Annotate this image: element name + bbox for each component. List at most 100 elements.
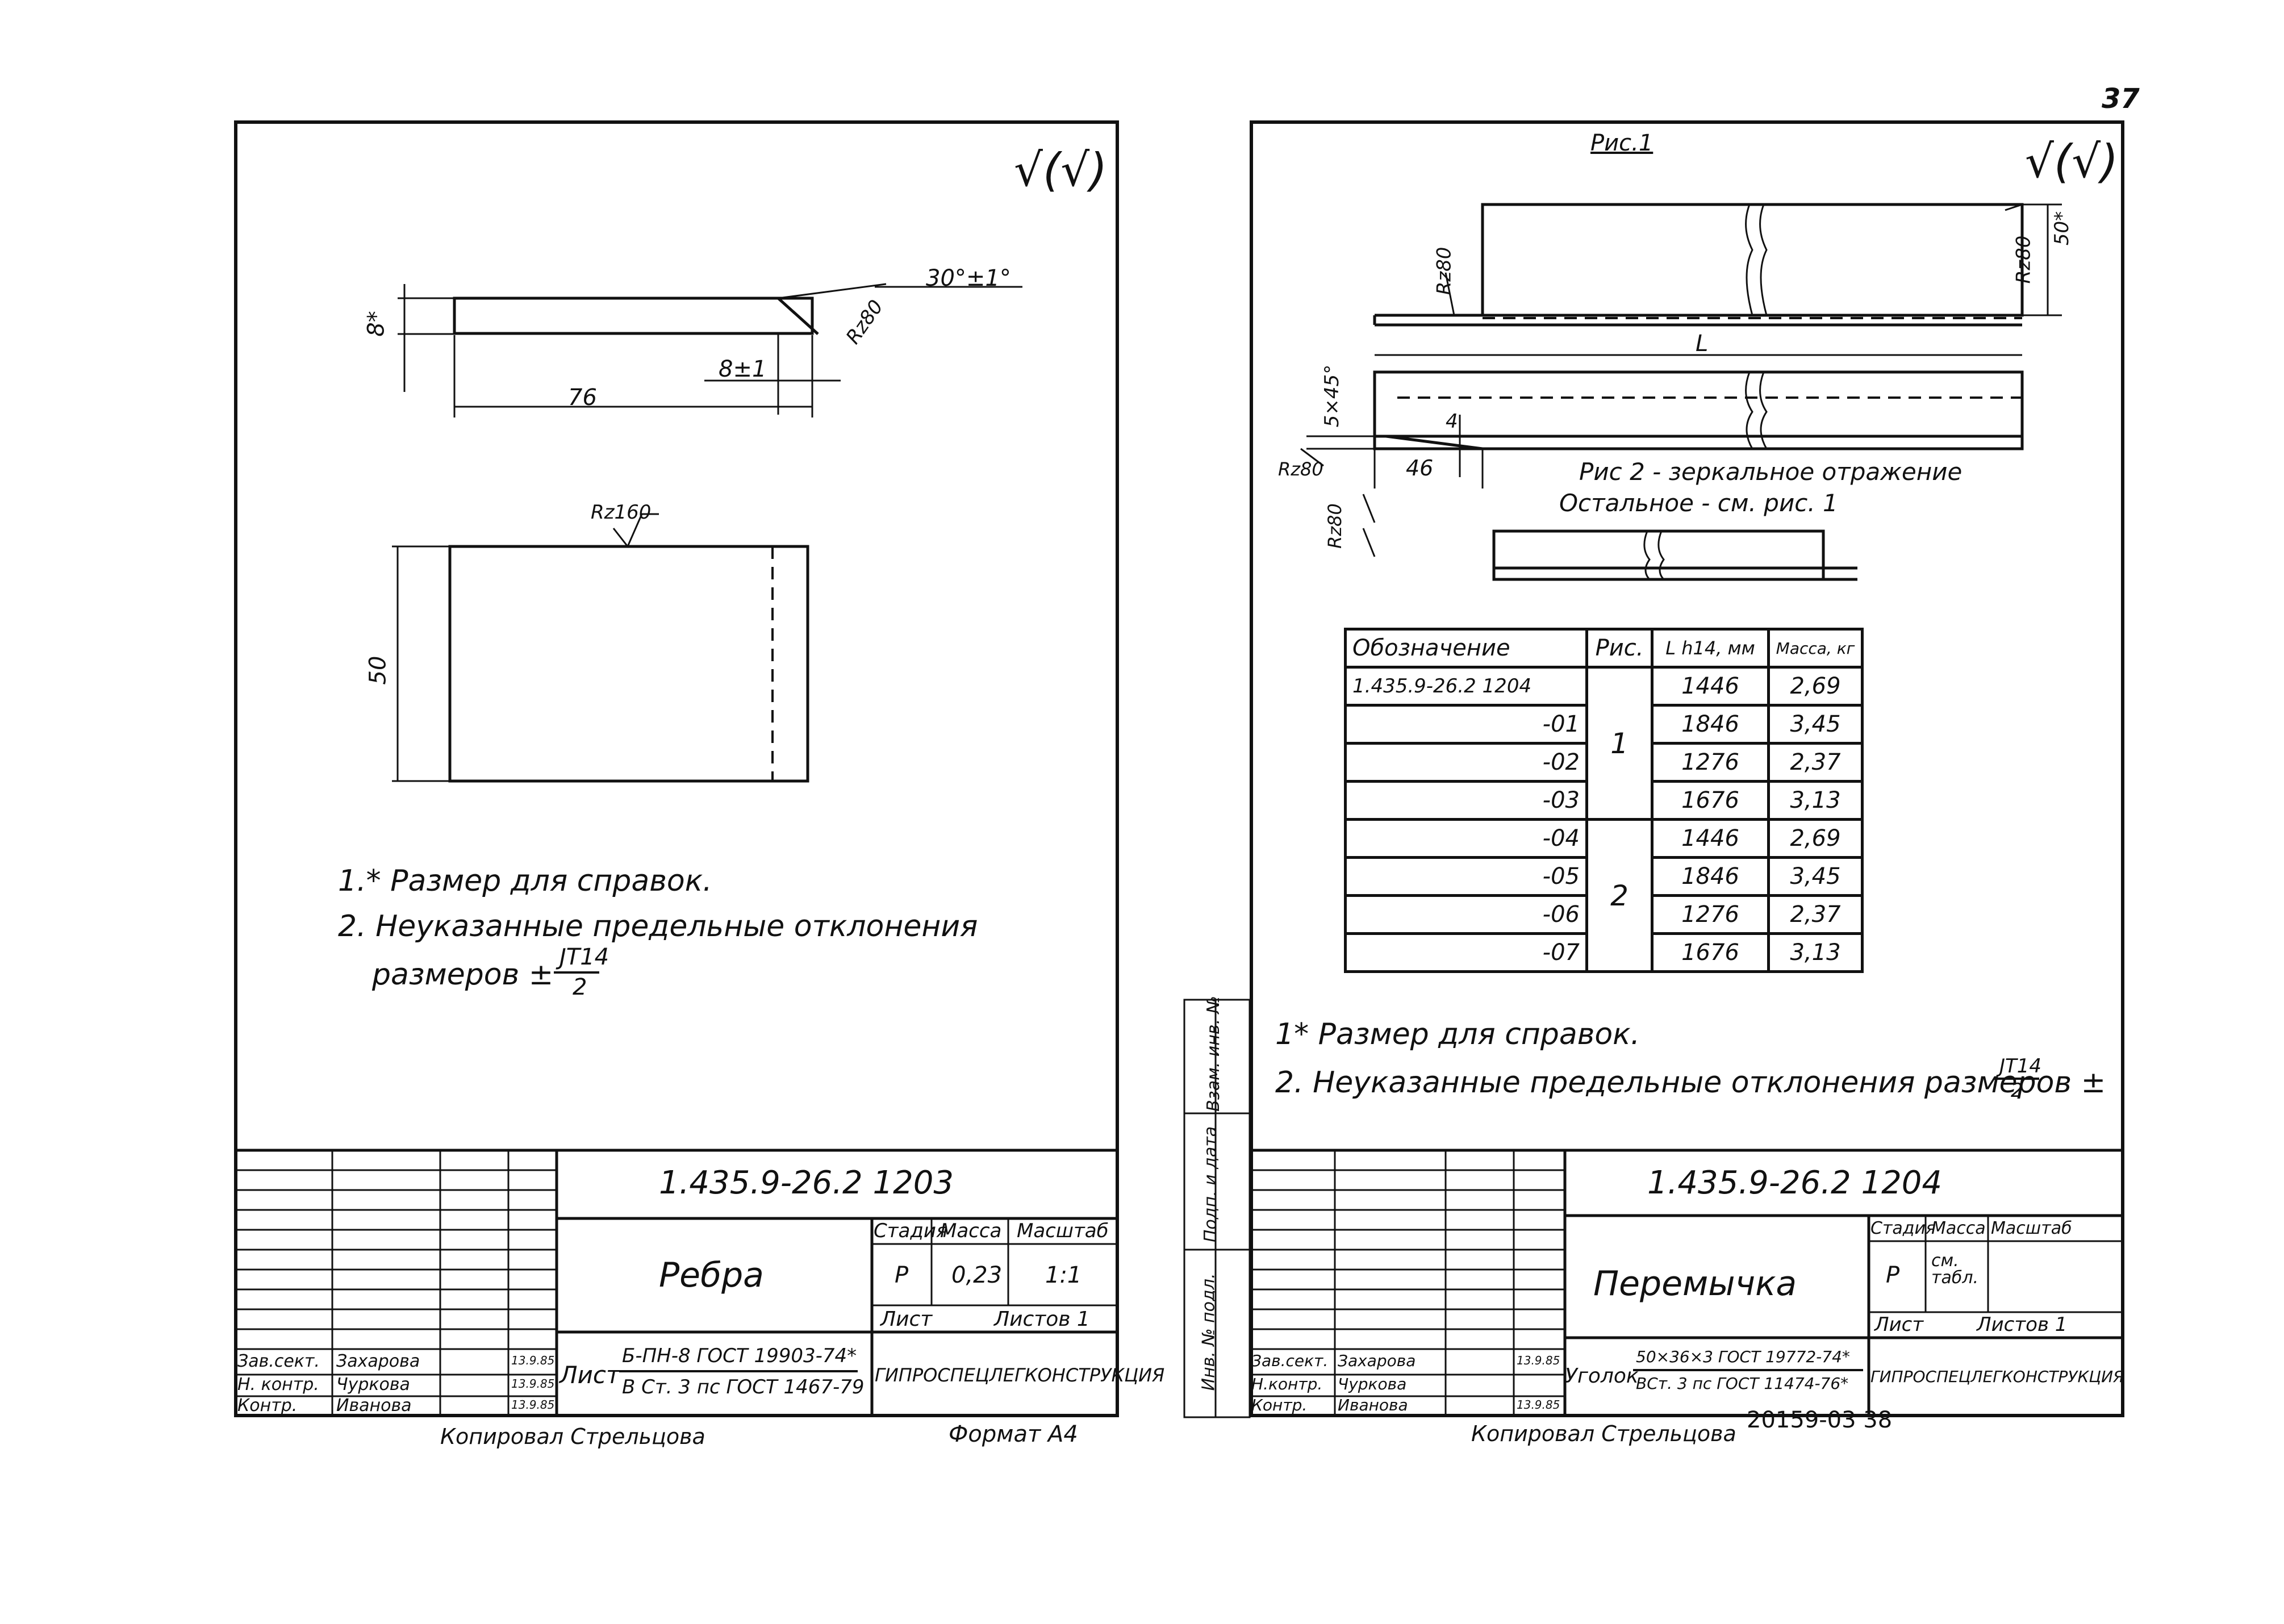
right-part-name: Перемычка xyxy=(1593,1264,1797,1304)
right-fig2-note-2: Остальное - см. рис. 1 xyxy=(1559,489,1838,517)
left-doc-code: 1.435.9-26.2 1203 xyxy=(659,1164,954,1201)
right-person-date-1: 13.9.85 xyxy=(1517,1354,1560,1367)
table-row: -03 1676 3,13 xyxy=(1344,780,1864,821)
left-note-3: размеров ± xyxy=(372,958,554,992)
table-row: -05 1846 3,45 xyxy=(1344,856,1864,897)
right-organization: ГИПРОСПЕЦЛЕГКОНСТРУКЦИЯ xyxy=(1870,1367,2124,1386)
left-sheets-label: Листов 1 xyxy=(994,1308,1090,1331)
row-code: -04 xyxy=(1344,818,1588,859)
right-doc-code: 1.435.9-26.2 1204 xyxy=(1647,1164,1942,1201)
right-material-bar xyxy=(1633,1369,1863,1371)
left-person-role-2: Н. контр. xyxy=(237,1375,319,1395)
left-header-mass: Масса xyxy=(940,1220,1002,1242)
right-value-stage: Р xyxy=(1886,1262,1900,1288)
archive-stamp: 20159-03 38 xyxy=(1747,1407,1893,1433)
left-value-stage: Р xyxy=(895,1262,909,1288)
right-tolerance-numerator: JT14 xyxy=(1999,1055,2042,1078)
left-person-name-3: Иванова xyxy=(336,1396,412,1416)
right-person-name-3: Иванова xyxy=(1338,1396,1408,1414)
right-ra-bottom2: Rz80 xyxy=(1323,503,1346,549)
right-person-role-2: Н.контр. xyxy=(1251,1375,1323,1393)
row-mass: 2,37 xyxy=(1767,894,1864,935)
right-thickness-dim: 4 xyxy=(1446,410,1458,433)
table-row: 1.435.9-26.2 1204 1 1446 2,69 xyxy=(1344,666,1864,821)
left-tolerance-bar xyxy=(554,971,599,974)
right-person-role-1: Зав.сект. xyxy=(1251,1351,1329,1370)
left-tolerance-denominator: 2 xyxy=(573,974,587,1000)
left-person-date-2: 13.9.85 xyxy=(511,1377,555,1391)
right-ra-right: Rz80 xyxy=(2012,235,2035,284)
row-figure-group-2: 2 xyxy=(1585,818,1654,973)
row-code: -02 xyxy=(1344,742,1588,783)
right-copied-by: Копировал Стрельцова xyxy=(1471,1421,1736,1446)
table-row: -06 1276 2,37 xyxy=(1344,894,1864,935)
left-person-date-3: 13.9.85 xyxy=(511,1398,555,1412)
row-mass: 3,13 xyxy=(1767,932,1864,973)
right-ra-bottom: Rz80 xyxy=(1278,458,1323,480)
left-value-mass: 0,23 xyxy=(951,1262,1003,1288)
right-fig1-label: Рис.1 xyxy=(1590,130,1654,156)
left-angle-dim: 30°±1° xyxy=(926,265,1011,291)
side-label-replace: Взам. инв. № xyxy=(1203,996,1224,1112)
row-length: 1846 xyxy=(1651,856,1770,897)
left-part-name: Ребра xyxy=(659,1255,764,1295)
right-header-mass: Масса xyxy=(1931,1218,1986,1238)
right-person-role-3: Контр. xyxy=(1251,1396,1308,1414)
right-flange-dim: 46 xyxy=(1406,456,1434,481)
right-tolerance-bar xyxy=(1994,1078,2039,1080)
row-mass: 2,69 xyxy=(1767,818,1864,859)
left-note-2: 2. Неуказанные предельные отклонения xyxy=(338,909,978,943)
left-organization: ГИПРОСПЕЦЛЕГКОНСТРУКЦИЯ xyxy=(875,1364,1165,1386)
left-surface-roughness: Rz160 xyxy=(591,501,652,524)
header-mass: Масса, кг xyxy=(1767,628,1864,669)
right-height-dim: 50* xyxy=(2051,211,2074,246)
row-mass: 3,45 xyxy=(1767,856,1864,897)
row-code: -03 xyxy=(1344,780,1588,821)
left-material-label: Лист xyxy=(559,1361,620,1389)
left-header-scale: Масштаб xyxy=(1017,1220,1109,1242)
right-roughness-symbol: √(√) xyxy=(2025,135,2119,188)
row-length: 1676 xyxy=(1651,780,1770,821)
row-mass: 3,13 xyxy=(1767,780,1864,821)
right-value-mass: см. табл. xyxy=(1931,1251,1979,1288)
page-number: 37 xyxy=(2102,83,2140,115)
left-person-date-1: 13.9.85 xyxy=(511,1354,555,1367)
left-person-name-1: Захарова xyxy=(336,1351,420,1371)
left-roughness-symbol: √(√) xyxy=(1014,144,1108,197)
right-fig2-note: Рис 2 - зеркальное отражение xyxy=(1579,458,1963,486)
left-material-bar xyxy=(619,1370,858,1372)
right-material-top: 50×36×3 ГОСТ 19772-74* xyxy=(1636,1347,1850,1366)
row-mass: 3,45 xyxy=(1767,704,1864,745)
right-person-name-2: Чуркова xyxy=(1338,1375,1407,1393)
row-mass: 2,69 xyxy=(1767,666,1864,707)
right-tolerance-denominator: 2 xyxy=(2011,1079,2023,1102)
left-tolerance-numerator: JT14 xyxy=(559,944,609,970)
left-value-scale: 1:1 xyxy=(1045,1262,1082,1288)
row-code: -07 xyxy=(1344,932,1588,973)
row-length: 1276 xyxy=(1651,894,1770,935)
left-note-1: 1.* Размер для справок. xyxy=(338,864,712,898)
left-sheet-label: Лист xyxy=(880,1308,933,1331)
right-drawing-sheet xyxy=(1250,120,2124,1417)
left-person-name-2: Чуркова xyxy=(336,1375,410,1395)
right-note-2: 2. Неуказанные предельные отклонения раз… xyxy=(1275,1066,2106,1100)
row-code: -05 xyxy=(1344,856,1588,897)
row-mass: 2,37 xyxy=(1767,742,1864,783)
row-length: 1446 xyxy=(1651,818,1770,859)
right-person-date-3: 13.9.85 xyxy=(1517,1398,1560,1412)
right-sheet-label: Лист xyxy=(1874,1313,1924,1336)
left-chamfer-dim: 8±1 xyxy=(719,356,767,382)
right-material-label: Уголок xyxy=(1565,1364,1639,1388)
table-row: -01 1846 3,45 xyxy=(1344,704,1864,745)
left-format: Формат А4 xyxy=(949,1421,1078,1447)
right-note-1: 1* Размер для справок. xyxy=(1275,1017,1640,1051)
row-length: 1676 xyxy=(1651,932,1770,973)
left-material-top: Б-ПН-8 ГОСТ 19903-74* xyxy=(622,1345,857,1367)
right-header-stage: Стадия xyxy=(1870,1218,1936,1238)
row-length: 1276 xyxy=(1651,742,1770,783)
right-sheets-label: Листов 1 xyxy=(1977,1313,2068,1336)
left-person-role-3: Контр. xyxy=(237,1396,298,1416)
side-label-sign: Подп. и дата xyxy=(1201,1126,1221,1243)
variants-table: Обозначение Рис. L h14, мм Масса, кг 1.4… xyxy=(1344,628,1864,973)
